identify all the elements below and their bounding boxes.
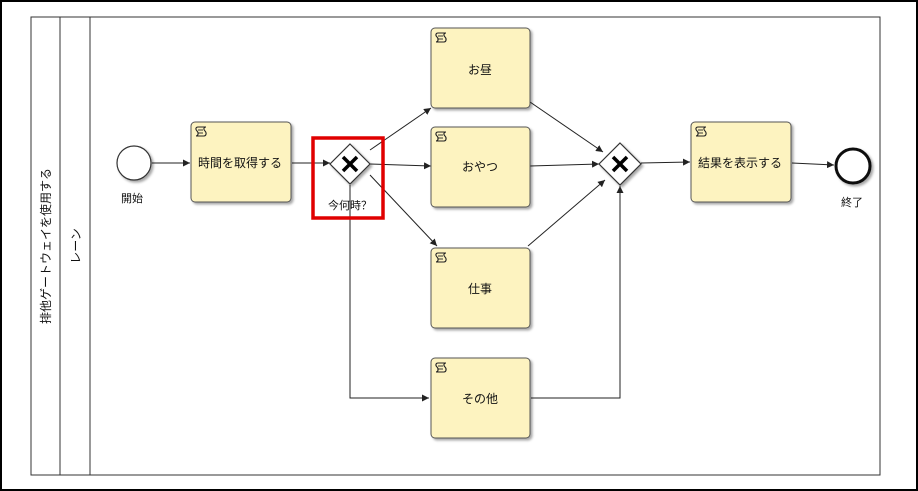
end-event-label: 終了 [841,195,863,209]
task-label: おやつ [462,160,498,174]
sequence-flows [152,101,835,402]
task-get-time[interactable]: 時間を取得する [190,121,292,203]
flow-work-to-merge [527,179,606,247]
highlight-box [311,136,385,220]
gateway-split-label: 今何時？ [328,198,372,212]
x-mark-icon [611,155,629,173]
start-event[interactable] [116,145,152,181]
task-label: 時間を取得する [198,155,282,170]
flow-split-to-lunch [369,107,432,151]
flow-split-to-other [349,185,429,402]
start-event-label: 開始 [121,191,143,205]
end-event[interactable] [834,147,872,185]
task-show-result[interactable]: 結果を表示する [690,121,792,203]
flow-other-to-merge [531,186,624,399]
flow-split-to-work [369,174,438,247]
task-label: その他 [462,392,498,406]
exclusive-gateway-split[interactable] [329,143,371,185]
flow-snack-to-merge [529,160,600,168]
lane-label: レーン [69,228,83,263]
exclusive-gateway-merge[interactable] [598,142,642,186]
flow-show-result-to-end [791,161,835,169]
pool-label: 排他ゲートウェイを使用する [38,168,53,324]
task-label: 仕事 [468,282,492,296]
flow-merge-to-show-result [640,158,691,166]
task-snack[interactable]: おやつ [430,126,531,208]
task-lunch[interactable]: お昼 [430,27,531,109]
task-label: お昼 [468,63,492,77]
x-mark-icon [341,155,359,173]
flow-lunch-to-merge [529,101,604,153]
task-work[interactable]: 仕事 [430,247,531,329]
lane[interactable]: レーン [69,17,91,475]
task-label: 結果を表示する [698,156,782,170]
task-other[interactable]: その他 [430,357,531,439]
flow-split-to-snack [369,162,432,170]
